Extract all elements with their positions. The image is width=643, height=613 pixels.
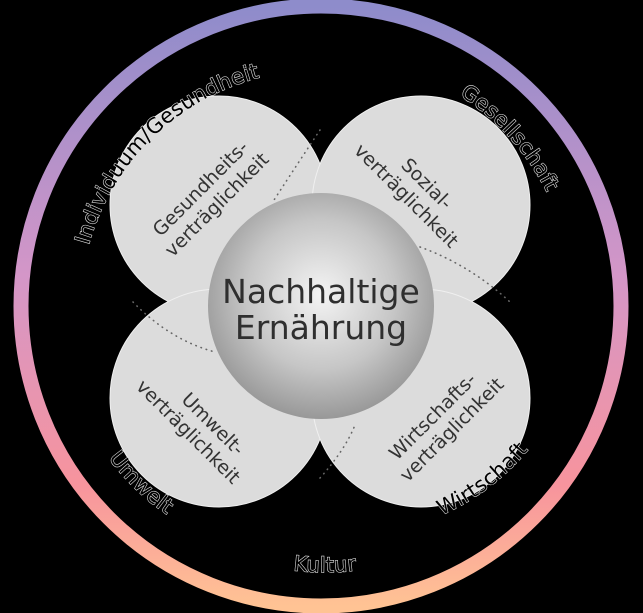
dotted-separators — [132, 129, 511, 479]
ring-label-kultur: Kultur — [293, 551, 358, 577]
center-sphere — [208, 193, 434, 419]
center-title-line1: Nachhaltige — [222, 272, 420, 311]
center-title-line2: Ernährung — [235, 308, 407, 347]
ring-label-kultur-text: Kultur — [292, 551, 358, 578]
outer-ring — [13, 0, 629, 613]
